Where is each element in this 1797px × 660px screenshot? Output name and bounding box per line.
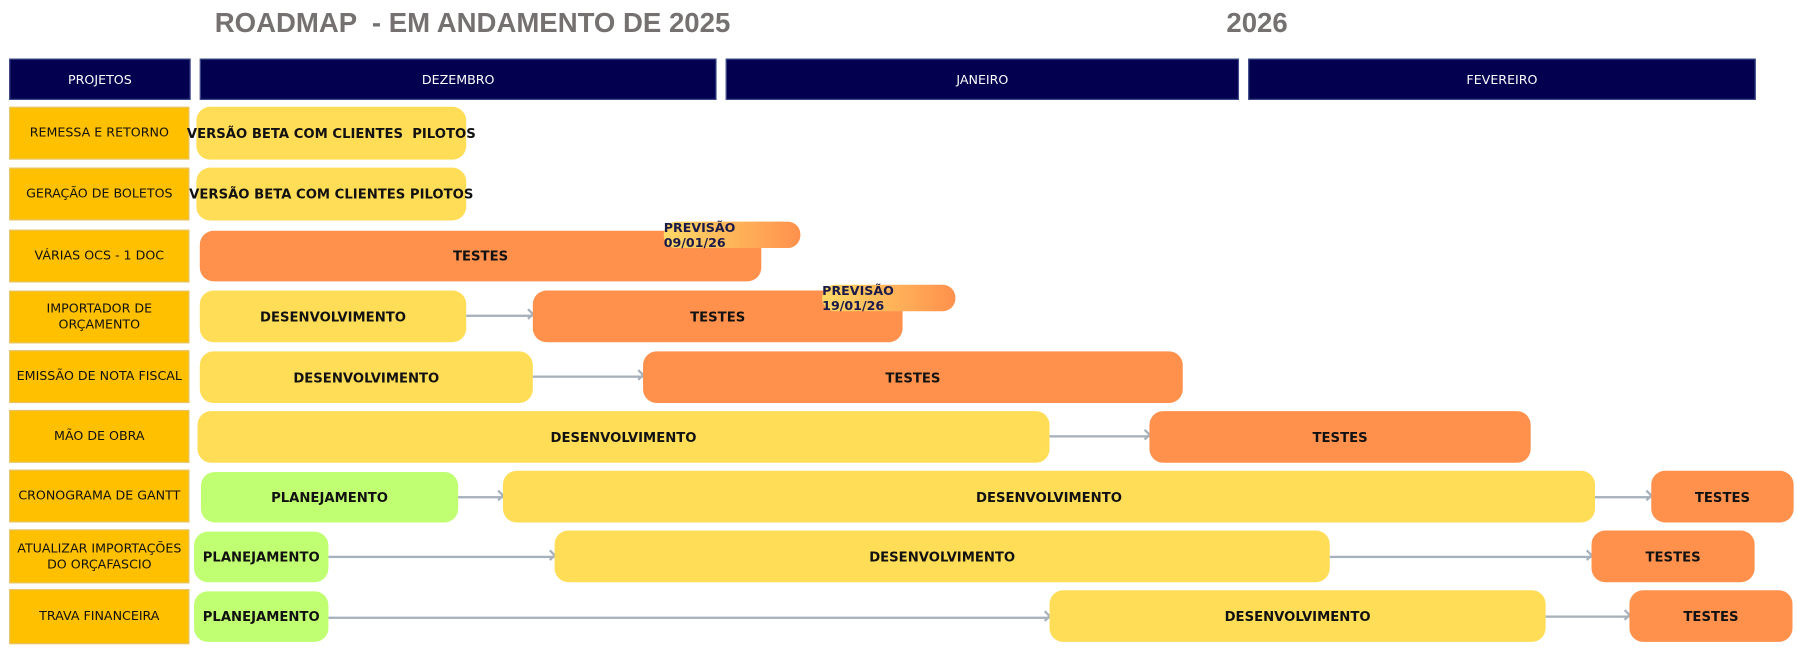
bar-development: DESENVOLVIMENTO [502, 470, 1595, 523]
bar-beta: VERSÃO BETA COM CLIENTES PILOTOS [189, 167, 473, 221]
header-month-december: DEZEMBRO [199, 58, 717, 100]
bar-planning: PLANEJAMENTO [200, 471, 459, 523]
bar-development: DESENVOLVIMENTO [199, 290, 467, 343]
bar-development: DESENVOLVIMENTO [554, 530, 1330, 583]
project-label: IMPORTADOR DE ORÇAMENTO [9, 290, 190, 344]
arrow-connector [328, 616, 1050, 619]
bar-testing: TESTES [1591, 530, 1755, 583]
bar-testing: TESTES [1629, 590, 1793, 642]
bar-testing: TESTES [643, 351, 1183, 404]
bar-planning: PLANEJAMENTO [194, 591, 329, 642]
arrow-connector [532, 375, 644, 378]
arrow-connector [1594, 496, 1652, 499]
header-month-january: JANEIRO [725, 58, 1240, 100]
bar-development: DESENVOLVIMENTO [1049, 590, 1546, 642]
project-label: TRAVA FINANCEIRA [9, 589, 190, 645]
project-label: GERAÇÃO DE BOLETOS [9, 167, 190, 221]
arrow-connector [1329, 555, 1592, 559]
header-projects: PROJETOS [9, 58, 191, 100]
project-label: EMISSÃO DE NOTA FISCAL [9, 350, 190, 404]
arrow-connector [1049, 435, 1150, 438]
forecast-badge: PREVISÃO 19/01/26 [822, 283, 956, 313]
roadmap-title: ROADMAP - EM ANDAMENTO DE 2025 [214, 8, 731, 40]
project-label: ATUALIZAR IMPORTAÇÕES DO ORÇAFASCIO [9, 529, 190, 584]
forecast-badge: PREVISÃO 09/01/26 [663, 220, 801, 250]
year-2026: 2026 [1226, 8, 1288, 40]
bar-beta: VERSÃO BETA COM CLIENTES PILOTOS [187, 106, 476, 160]
project-label: REMESSA E RETORNO [9, 106, 190, 160]
project-label: VÁRIAS OCS - 1 DOC [9, 229, 190, 283]
bar-planning: PLANEJAMENTO [194, 531, 329, 583]
arrow-connector [458, 496, 503, 499]
bar-development: DESENVOLVIMENTO [197, 411, 1050, 463]
bar-development: DESENVOLVIMENTO [199, 351, 533, 404]
arrow-connector [466, 314, 533, 317]
header-month-february: FEVEREIRO [1248, 58, 1756, 100]
arrow-connector [328, 555, 555, 559]
arrow-connector [1545, 615, 1630, 618]
project-label: MÃO DE OBRA [9, 409, 190, 463]
project-label: CRONOGRAMA DE GANTT [9, 469, 190, 523]
bar-testing: TESTES [1651, 470, 1794, 523]
bar-testing: TESTES [1149, 411, 1531, 463]
